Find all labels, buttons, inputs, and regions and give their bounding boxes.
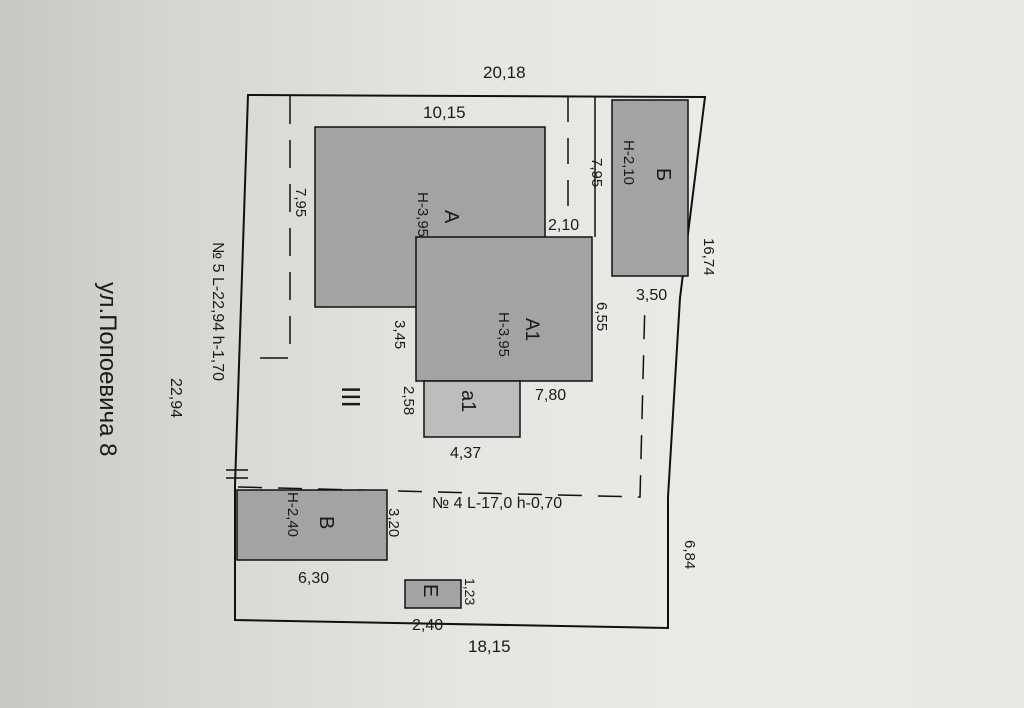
building-A1-height: Н-3,95	[495, 312, 512, 357]
dim-bottom-total: 18,15	[468, 637, 511, 656]
fence-4-label: № 4 L-17,0 h-0,70	[432, 495, 562, 512]
inner-fence-left	[245, 96, 291, 359]
building-B-height: Н-2,10	[620, 140, 637, 185]
building-V	[236, 489, 388, 561]
building-B	[611, 99, 689, 277]
building-A-name: А	[440, 210, 462, 224]
dim-a1-right: 6,55	[593, 302, 610, 331]
dim-v-right: 3,20	[385, 508, 402, 537]
street-label: ул.Попоевича 8	[94, 282, 121, 456]
dim-a1-left: 3,45	[391, 320, 408, 349]
dim-e-bottom: 2,40	[412, 617, 443, 634]
dim-right-side: 16,74	[700, 238, 717, 276]
dim-a-left: 7,95	[292, 188, 309, 217]
dim-b-left: 7,95	[588, 158, 605, 187]
dim-e-right: 1,23	[462, 578, 478, 605]
building-A-height: Н-3,95	[414, 192, 431, 237]
dim-b-bottom: 3,50	[636, 287, 667, 304]
building-a1	[423, 380, 521, 438]
building-A1-name: А1	[521, 318, 542, 341]
dim-v-bottom: 6,30	[298, 570, 329, 587]
dim-a-width: 10,15	[423, 103, 466, 122]
dim-left-total: 22,94	[167, 378, 184, 418]
fence-5-label: № 5 L-22,94 h-1,70	[209, 242, 226, 381]
building-V-height: Н-2,40	[284, 492, 301, 537]
building-a1-name: а1	[457, 390, 479, 412]
yard-marker: III	[336, 386, 366, 408]
dim-a-notch: 2,10	[548, 217, 579, 234]
building-E	[404, 579, 462, 609]
dim-a1-bottom: 7,80	[535, 387, 566, 404]
dim-top-total: 20,18	[483, 63, 526, 82]
lot-boundary	[234, 93, 707, 630]
dim-a-small-left: 2,58	[400, 386, 417, 415]
building-E-name: Е	[419, 584, 441, 597]
building-B-name: Б	[652, 168, 674, 181]
building-V-name: В	[315, 516, 337, 529]
building-A1	[415, 236, 593, 382]
dim-a-small-bottom: 4,37	[450, 445, 481, 462]
dim-lower-right: 6,84	[681, 540, 698, 569]
